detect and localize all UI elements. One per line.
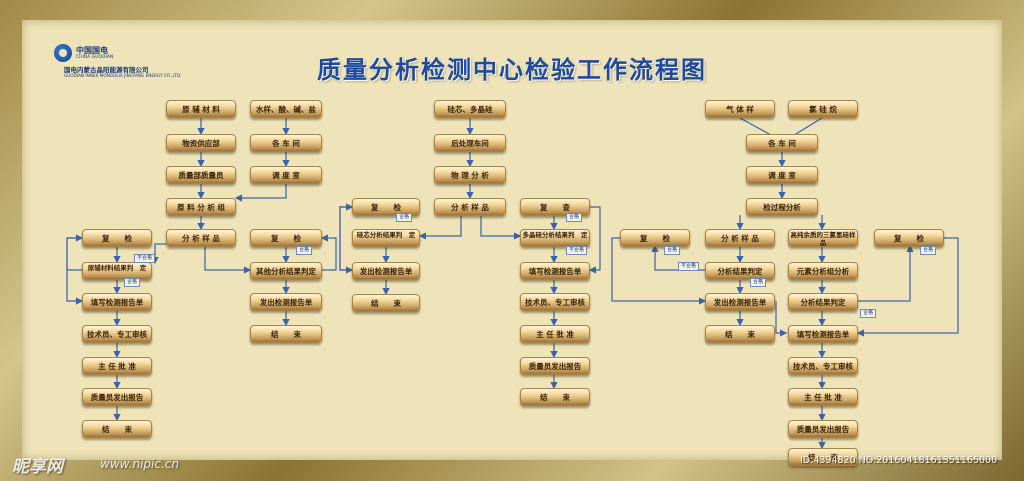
node-gas-sample: 气 体 样: [705, 100, 775, 118]
node-c5-judge: 多晶硅分析结果判 定: [520, 229, 590, 247]
logo-en-text: CHINA GUODIAN: [76, 55, 114, 60]
node-c9-recheck: 复 检: [874, 229, 944, 247]
tag-c7-ok: 合格: [750, 278, 767, 287]
node-c8-issue: 质量员发出报告: [788, 420, 858, 438]
watermark-brand: 昵享网: [12, 457, 63, 477]
tag-c6-ok: 合格: [664, 246, 681, 255]
node-c2-judge: 其他分析结果判定: [250, 262, 322, 280]
node-c2-dispatch: 调 度 室: [250, 166, 322, 184]
tag-c1-fail: 不合格: [134, 254, 156, 263]
node-c7-end: 结 束: [705, 325, 775, 343]
node-c3-judge: 硅芯分析结果判 定: [352, 229, 420, 247]
node-c3-recheck: 复 检: [352, 198, 420, 216]
tag-c5-ok: 合格: [566, 213, 583, 222]
node-quality-staff: 质量部质量员: [166, 166, 236, 184]
arrow-c6-to-issue: [611, 237, 707, 305]
tag-c9-ok: 合格: [920, 246, 937, 255]
node-c5-recheck: 复 查: [520, 198, 590, 216]
arrow-c7-to-fill: [775, 301, 788, 337]
arrow-c4-to-c5: [480, 215, 522, 240]
watermark-id: ID:4394820 NO:20160418161351165000: [800, 455, 998, 466]
tag-c3-ok: 合格: [396, 213, 413, 222]
node-c7-issue: 发出检测报告单: [705, 293, 775, 311]
node-physical-analysis: 物 理 分 析: [434, 166, 506, 184]
node-c2-issue: 发出检测报告单: [250, 293, 322, 311]
node-c8-element: 元素分析组分析: [788, 262, 858, 280]
node-supply-dept: 物资供应部: [166, 134, 236, 152]
node-c8-fill-report: 填写检测报告单: [788, 325, 858, 343]
node-raw-materials: 原 辅 材 料: [166, 100, 236, 118]
node-c1-end: 结 束: [82, 420, 152, 438]
node-c8-judge: 分析结果判定: [788, 293, 858, 311]
node-c5-review: 技术员、专工审核: [520, 293, 590, 311]
node-process-analysis: 检过程分析: [746, 198, 818, 216]
arrow-c2-to-group: [234, 183, 287, 202]
node-c7-sample: 分 析 样 品: [705, 229, 775, 247]
logo-company-en: GUODIAN INNER MONGOLIA JINGYANG ENERGY C…: [64, 73, 182, 78]
node-water-acid-salt: 水样、酸、碱、盐: [250, 100, 322, 118]
node-c1-review: 技术员、专工审核: [82, 325, 152, 343]
node-c5-issue: 质量员发出报告: [520, 357, 590, 375]
node-c1-issue: 质量员发出报告: [82, 388, 152, 406]
node-raw-analysis-group: 原 料 分 析 组: [166, 198, 236, 216]
node-c5-approve: 主 任 批 准: [520, 325, 590, 343]
node-c1-recheck: 复 检: [82, 229, 152, 247]
guodian-logo-icon: [54, 44, 72, 62]
node-c1-approve: 主 任 批 准: [82, 357, 152, 375]
node-c3-issue: 发出检测报告单: [352, 262, 420, 280]
node-c5-end: 结 束: [520, 388, 590, 406]
node-c1-judge: 原辅材料结果判 定: [82, 262, 152, 280]
node-c2-end: 结 束: [250, 325, 322, 343]
watermark-url: www.nipic.cn: [100, 457, 179, 471]
node-chlorosilane: 氯 硅 烷: [788, 100, 858, 118]
node-c4-sample: 分 析 样 品: [434, 198, 506, 216]
page-title: 质量分析检测中心检验工作流程图: [317, 56, 707, 84]
arrow-c1-to-judge: [151, 243, 169, 265]
logo-cn-text: 中国国电: [76, 46, 108, 55]
node-c8-approve: 主 任 批 准: [788, 388, 858, 406]
node-post-processing: 后处理车间: [434, 134, 506, 152]
node-c8-review: 技术员、专工审核: [788, 357, 858, 375]
node-c7-dispatch: 调 度 室: [746, 166, 818, 184]
arrow-c1-recheck-fill: [66, 237, 84, 305]
arrow-c3-recheck-issue: [339, 206, 354, 274]
arrow-c9-to-fill: [856, 237, 959, 337]
node-c2-recheck: 复 检: [250, 229, 322, 247]
company-logo: 中国国电 CHINA GUODIAN 国电内蒙古晶阳能源有限公司 GUODIAN…: [54, 44, 204, 80]
logo-company-name: 国电内蒙古晶阳能源有限公司: [64, 66, 149, 74]
tag-c8-ok: 合格: [860, 309, 877, 318]
node-silicon-core: 硅芯、多晶硅: [434, 100, 506, 118]
tag-c2-ok: 合格: [296, 246, 313, 255]
node-c6-recheck: 复 检: [620, 229, 690, 247]
arrow-c2-loop: [320, 234, 337, 271]
tag-c5-fail: 不合格: [566, 246, 588, 255]
arrow-c1-loop-recheck: [66, 234, 84, 271]
arrow-c5-loop: [588, 206, 601, 274]
node-c3-end: 结 束: [352, 294, 420, 312]
arrow-c4-to-c3: [418, 215, 462, 240]
node-c1-fill-report: 填写检测报告单: [82, 293, 152, 311]
node-c2-workshop: 各 车 间: [250, 134, 322, 152]
node-c7-workshop: 各 车 间: [746, 134, 818, 152]
node-c5-fill-report: 填写检测报告单: [520, 262, 590, 280]
tag-c7-fail: 不合格: [678, 262, 700, 271]
arrow-c8-to-recheck: [858, 244, 914, 302]
tag-c1-ok: 合格: [124, 278, 141, 287]
node-c8-end: 结 束: [788, 448, 858, 466]
arrow-c1-sample-judge: [204, 246, 252, 274]
node-c1-sample: 分 析 样 品: [166, 229, 236, 247]
node-c7-judge: 分析结果判定: [705, 262, 775, 280]
arrow-c3-loop: [339, 203, 354, 271]
node-c8-trichlorosilane: 高纯余质的三氯氢硅样品: [788, 229, 858, 247]
